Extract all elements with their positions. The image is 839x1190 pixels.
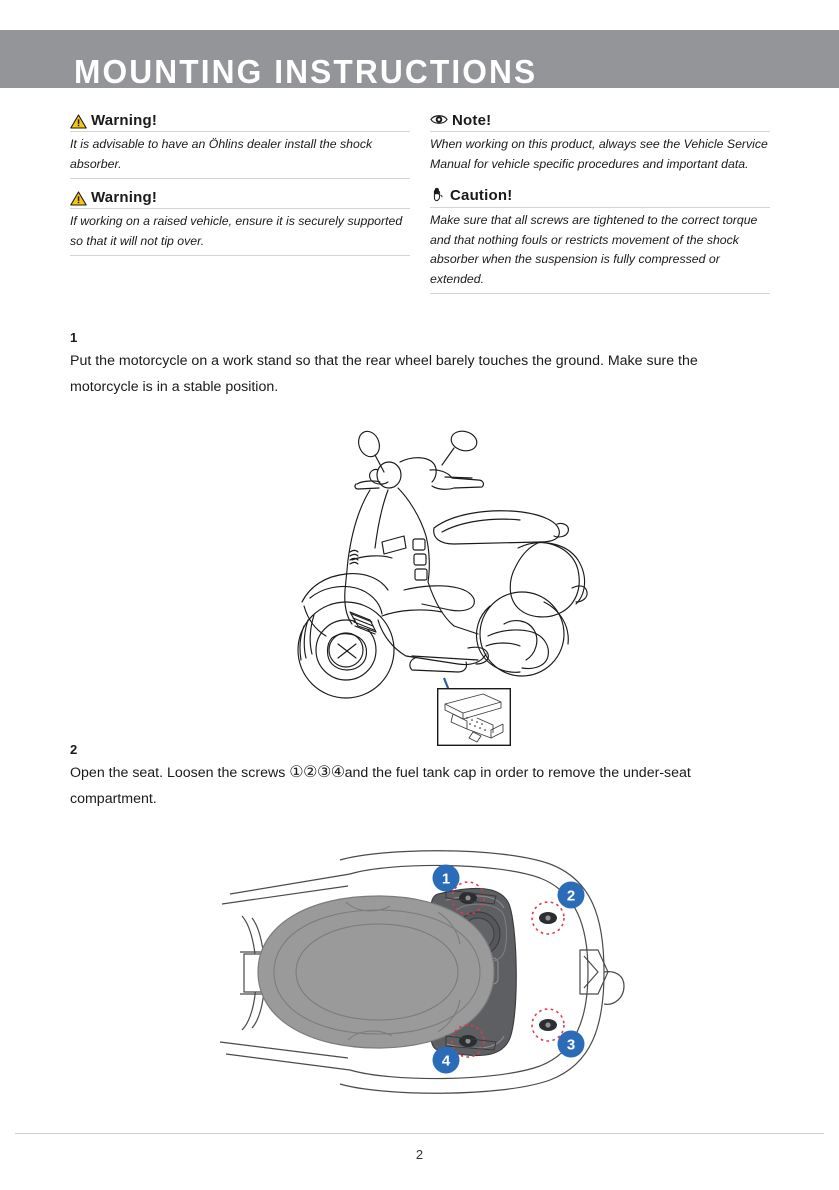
notice-warning-1: Warning! It is advisable to have an Öhli… (70, 112, 410, 179)
warning-triangle-icon (70, 191, 87, 206)
page-number: 2 (415, 1147, 424, 1162)
notice-note: Note! When working on this product, alwa… (430, 112, 770, 176)
under-seat-compartment-top-view (200, 840, 640, 1102)
notice-caution-text: Make sure that all screws are tightened … (430, 207, 770, 294)
notice-note-text: When working on this product, always see… (430, 131, 770, 176)
screw-highlight-1 (451, 881, 485, 915)
footer-rule (15, 1133, 824, 1134)
notice-caution-header: Caution! (430, 186, 770, 207)
screw-highlight-2 (531, 901, 565, 935)
notice-warning-1-header: Warning! (70, 112, 410, 131)
hand-icon (430, 186, 446, 205)
warning-triangle-icon (70, 114, 87, 129)
notice-warning-1-label: Warning! (91, 112, 158, 129)
notice-caution: Caution! Make sure that all screws are t… (430, 186, 770, 294)
step-2-text-before: Open the seat. Loosen the screws (70, 765, 290, 781)
step-2-number: 2 (70, 742, 78, 757)
notice-caution-label: Caution! (450, 187, 513, 204)
notice-warning-2-header: Warning! (70, 189, 410, 208)
step-2-text-after: and the fuel tank cap in order to remove… (70, 765, 691, 807)
notice-column-left: Warning! It is advisable to have an Öhli… (70, 112, 410, 304)
notice-warning-2-label: Warning! (91, 189, 158, 206)
scooter-side-view-illustration (282, 420, 612, 760)
page-title: MOUNTING INSTRUCTIONS (74, 53, 538, 90)
notice-note-label: Note! (452, 112, 492, 129)
step-2-circled-numbers: ①②③④ (289, 764, 345, 781)
step-2-text: Open the seat. Loosen the screws ①②③④and… (70, 760, 770, 812)
notice-warning-2: Warning! If working on a raised vehicle,… (70, 189, 410, 256)
notice-warning-1-text: It is advisable to have an Öhlins dealer… (70, 131, 410, 179)
header-band (0, 30, 839, 88)
notices-section: Warning! It is advisable to have an Öhli… (70, 112, 770, 304)
step-1-text: Put the motorcycle on a work stand so th… (70, 353, 698, 395)
screw-highlight-3 (531, 1008, 565, 1042)
work-stand-detail-box (436, 687, 511, 746)
notice-column-right: Note! When working on this product, alwa… (430, 112, 770, 304)
step-1-number: 1 (70, 330, 78, 345)
seat-shape (257, 895, 495, 1049)
notice-note-header: Note! (430, 112, 770, 131)
eye-icon (430, 113, 448, 129)
notice-warning-2-text: If working on a raised vehicle, ensure i… (70, 208, 410, 256)
